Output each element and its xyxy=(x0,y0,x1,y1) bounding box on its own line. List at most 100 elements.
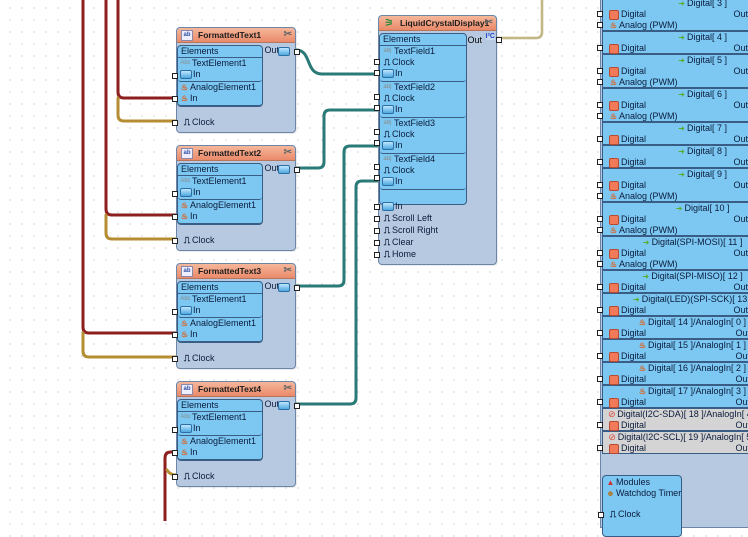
digital-channel[interactable]: ⊘Digital(I2C-SCL)[ 19 ]/AnalogIn[ 5 ]Dig… xyxy=(602,431,748,454)
lcd-input-pin[interactable] xyxy=(374,216,380,222)
clock-pin[interactable] xyxy=(172,356,178,362)
watchdog-row[interactable]: ☻Watchdog Timer xyxy=(606,488,681,499)
text-field-clock-pin[interactable] xyxy=(374,164,380,170)
channel-input-pin[interactable] xyxy=(597,79,603,85)
channel-input-pin[interactable] xyxy=(597,261,603,267)
watchdog-clock-pin[interactable] xyxy=(598,512,604,518)
analog-element-group[interactable]: ♨AnalogElement1 ♨In xyxy=(178,318,262,342)
lcd-input-pin[interactable] xyxy=(374,252,380,258)
clock-pin[interactable] xyxy=(172,474,178,480)
text-in-pin[interactable] xyxy=(172,191,178,197)
analog-in-pin[interactable] xyxy=(172,450,178,456)
tools-icon[interactable]: ✂ xyxy=(283,265,292,276)
text-wire[interactable] xyxy=(294,108,380,170)
text-in-pin[interactable] xyxy=(172,427,178,433)
formatted-text-component[interactable]: ab FormattedText2 ✂ Elements AbcTextElem… xyxy=(172,145,300,251)
text-field-in-pin[interactable] xyxy=(374,140,380,146)
lcd-input-pin[interactable] xyxy=(374,240,380,246)
elements-panel[interactable]: Elements AbcTextElement1 In ♨AnalogEleme… xyxy=(177,281,263,343)
formatted-text-component[interactable]: ab FormattedText4 ✂ Elements AbcTextElem… xyxy=(172,381,300,487)
channel-input-pin[interactable] xyxy=(597,250,603,256)
text-element-group[interactable]: AbcTextElement1 In xyxy=(178,294,262,318)
text-wire[interactable] xyxy=(294,179,380,406)
text-out-pin[interactable] xyxy=(294,285,300,291)
text-field-group[interactable]: ab|TextField3 ⎍Clock In xyxy=(380,118,466,154)
i2c-wire[interactable] xyxy=(495,0,544,40)
channel-input-pin[interactable] xyxy=(597,445,603,451)
tools-icon[interactable]: ✂ xyxy=(283,383,292,394)
analog-element-group[interactable]: ♨AnalogElement1 ♨In xyxy=(178,436,262,460)
analog-wire[interactable] xyxy=(81,0,178,335)
formatted-text-component[interactable]: ab FormattedText1 ✂ Elements AbcTextElem… xyxy=(172,27,300,133)
channel-input-pin[interactable] xyxy=(597,330,603,336)
tools-icon[interactable]: ✂ xyxy=(283,147,292,158)
lcd-elements-panel[interactable]: Elements ab|TextField1 ⎍Clock In ab|Text… xyxy=(379,33,467,205)
text-field-group[interactable]: ab|TextField4 ⎍Clock In xyxy=(380,154,466,190)
component-title-bar[interactable]: ab FormattedText1 ✂ xyxy=(177,28,295,43)
channel-input-pin[interactable] xyxy=(597,422,603,428)
channel-input-pin[interactable] xyxy=(597,353,603,359)
text-in-pin[interactable] xyxy=(172,309,178,315)
channel-input-pin[interactable] xyxy=(597,68,603,74)
text-field-group[interactable]: ab|TextField1 ⎍Clock In xyxy=(380,46,466,82)
text-element-group[interactable]: AbcTextElement1 In xyxy=(178,176,262,200)
text-field-group[interactable]: ab|TextField2 ⎍Clock In xyxy=(380,82,466,118)
analog-element-group[interactable]: ♨AnalogElement1 ♨In xyxy=(178,82,262,106)
text-field-clock-pin[interactable] xyxy=(374,59,380,65)
channel-input-pin[interactable] xyxy=(597,376,603,382)
channel-input-pin[interactable] xyxy=(597,307,603,313)
channel-input-pin[interactable] xyxy=(597,399,603,405)
clock-wire[interactable] xyxy=(81,331,178,359)
text-field-in-pin[interactable] xyxy=(374,105,380,111)
channel-input-pin[interactable] xyxy=(597,227,603,233)
text-field-in-pin[interactable] xyxy=(374,70,380,76)
text-field-clock-pin[interactable] xyxy=(374,94,380,100)
channel-input-pin[interactable] xyxy=(597,216,603,222)
text-element-group[interactable]: AbcTextElement1 In xyxy=(178,58,262,82)
analog-wire[interactable] xyxy=(116,0,178,100)
text-in-pin[interactable] xyxy=(172,73,178,79)
lcd-input-pin[interactable] xyxy=(374,228,380,234)
channel-input-pin[interactable] xyxy=(597,11,603,17)
digital-channel[interactable]: ⊘Digital(I2C-SDA)[ 18 ]/AnalogIn[ 4 ]Dig… xyxy=(602,408,748,431)
channel-input-pin[interactable] xyxy=(597,22,603,28)
tools-icon[interactable]: ✂ xyxy=(283,29,292,40)
i2c-wire-edge[interactable] xyxy=(496,0,543,39)
component-title-bar[interactable]: ab FormattedText4 ✂ xyxy=(177,382,295,397)
lcd-input-pin[interactable] xyxy=(374,204,380,210)
elements-panel[interactable]: Elements AbcTextElement1 In ♨AnalogEleme… xyxy=(177,399,263,461)
analog-in-pin[interactable] xyxy=(172,214,178,220)
text-element-group[interactable]: AbcTextElement1 In xyxy=(178,412,262,436)
text-field-in-pin[interactable] xyxy=(374,175,380,181)
channel-input-pin[interactable] xyxy=(597,102,603,108)
channel-input-pin[interactable] xyxy=(597,182,603,188)
formatted-text-component[interactable]: ab FormattedText3 ✂ Elements AbcTextElem… xyxy=(172,263,300,369)
lcd-out-pin[interactable] xyxy=(496,37,502,43)
text-out-pin[interactable] xyxy=(294,403,300,409)
text-out-pin[interactable] xyxy=(294,167,300,173)
text-wire[interactable] xyxy=(294,48,380,76)
liquid-crystal-display-component[interactable]: ⚞ LiquidCrystalDisplay1 ✂ Elements ab|Te… xyxy=(374,15,502,265)
analog-element-group[interactable]: ♨AnalogElement1 ♨In xyxy=(178,200,262,224)
tools-icon[interactable]: ✂ xyxy=(484,17,493,28)
text-out-pin[interactable] xyxy=(294,49,300,55)
analog-in-pin[interactable] xyxy=(172,332,178,338)
channel-input-pin[interactable] xyxy=(597,113,603,119)
channel-input-pin[interactable] xyxy=(597,284,603,290)
channel-input-pin[interactable] xyxy=(597,193,603,199)
analog-wire[interactable] xyxy=(104,0,178,217)
